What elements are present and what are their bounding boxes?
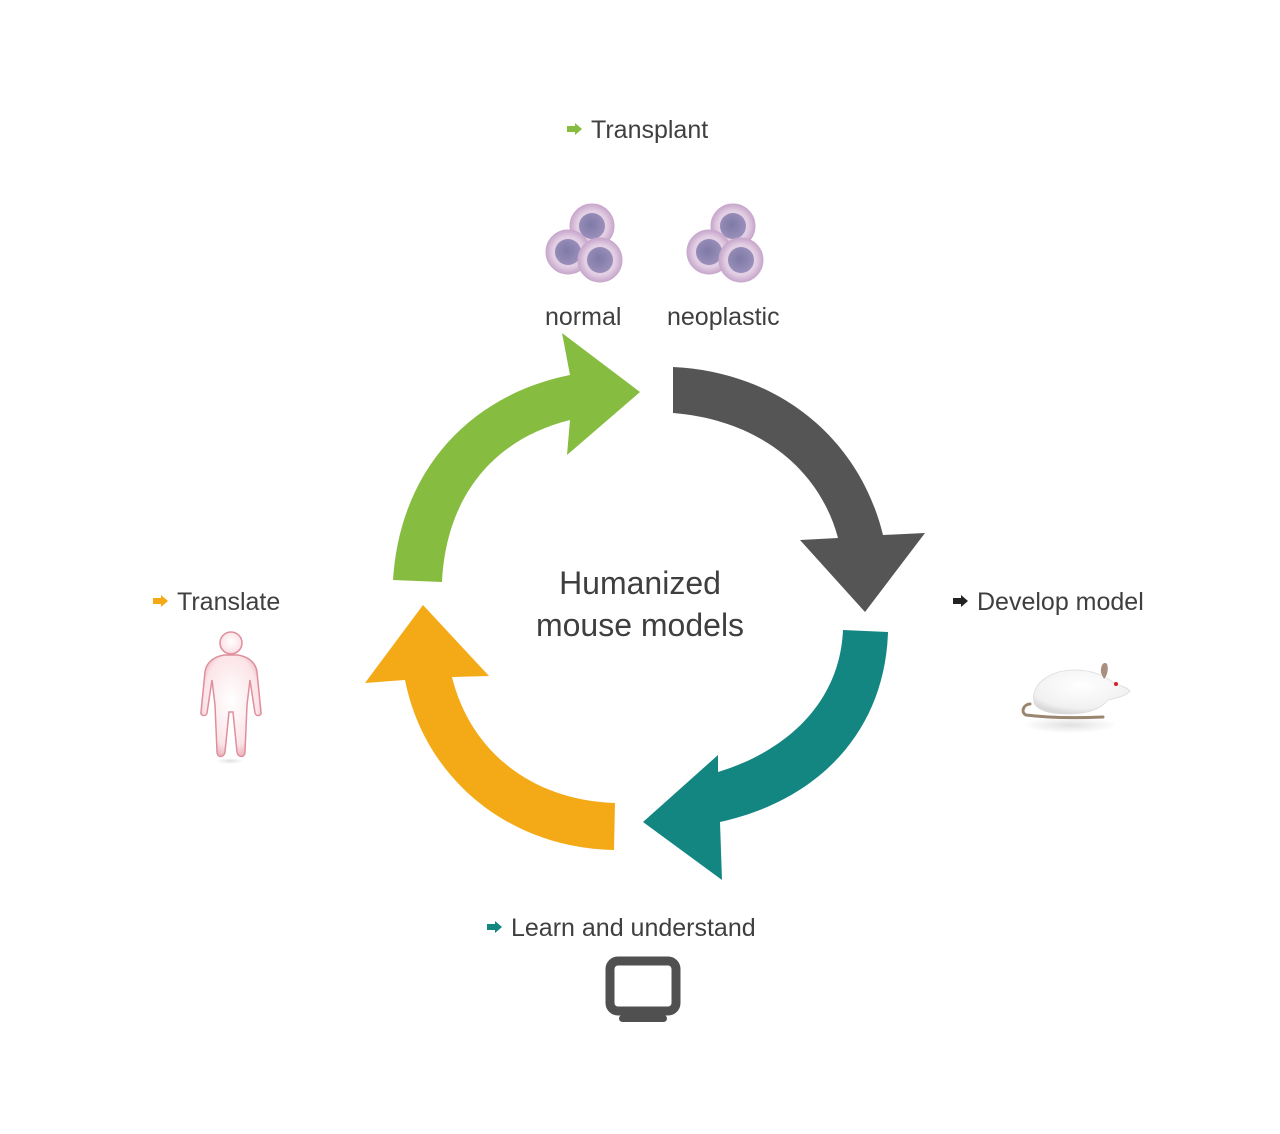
cell-cluster-normal-icon [545,203,623,283]
step-label-text: Develop model [977,588,1144,616]
step-label-text: Translate [177,588,281,616]
cell-label-neoplastic: neoplastic [667,303,780,331]
arrow-bullet-icon [953,595,968,608]
step-label-translate: Translate [153,590,280,615]
arrow-to-develop-model [673,367,925,612]
arrow-to-transplant [393,333,640,582]
step-label-learn-and-understand: Learn and understand [487,916,756,941]
arrow-bullet-icon [153,595,168,608]
cell-label-normal: normal [545,303,622,331]
human-figure-icon [200,631,262,764]
arrow-to-learn [643,630,888,880]
arrow-bullet-icon [567,123,582,136]
center-title-line-1: Humanized [559,565,721,601]
cell-cluster-neoplastic-icon [686,203,764,283]
step-label-text: Learn and understand [511,914,756,942]
monitor-icon [605,956,681,1022]
arrow-bullet-icon [487,921,502,934]
step-label-transplant: Transplant [567,118,708,143]
step-label-develop-model: Develop model [953,590,1144,615]
step-label-text: Transplant [591,116,709,144]
center-title-line-2: mouse models [535,607,745,643]
center-title: Humanized mouse models [490,562,790,646]
mouse-icon [1021,663,1131,733]
arrow-to-translate [365,605,615,850]
